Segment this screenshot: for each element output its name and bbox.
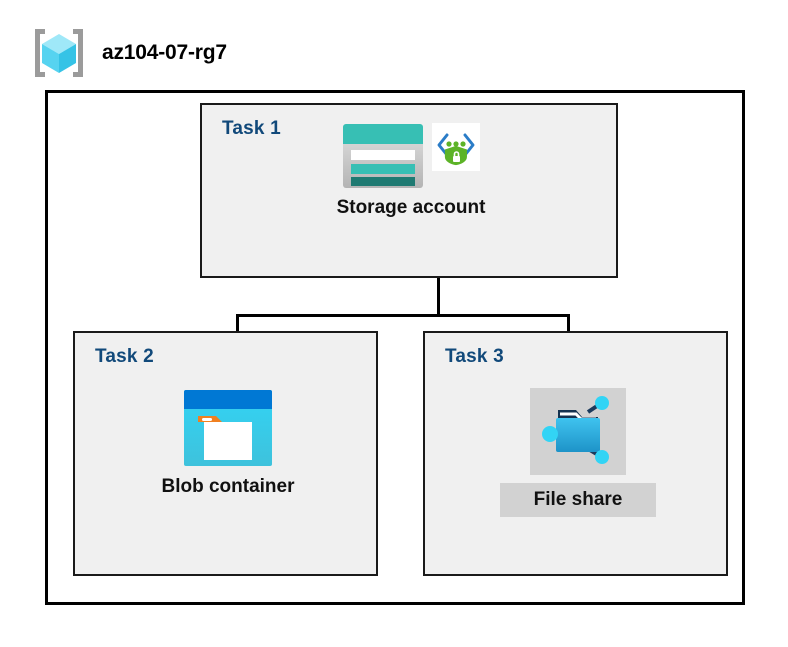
task-2-label: Task 2 — [95, 346, 154, 367]
file-share-icon — [542, 396, 609, 464]
storage-security-icon — [432, 123, 480, 171]
file-share-icon-plate — [530, 388, 626, 475]
blob-container-icon — [184, 390, 272, 466]
task-3-label: Task 3 — [445, 346, 504, 367]
file-share-node: File share — [478, 388, 678, 517]
task-1-label: Task 1 — [222, 118, 281, 139]
blob-container-caption: Blob container — [161, 476, 295, 497]
storage-account-node: Storage account — [311, 123, 511, 219]
storage-account-caption: Storage account — [336, 197, 486, 218]
blob-container-node: Blob container — [128, 388, 328, 498]
task-3-box: Task 3 — [423, 331, 728, 576]
task-2-box: Task 2 Blob container — [73, 331, 378, 576]
file-share-caption: File share — [499, 483, 657, 517]
page-title: az104-07-rg7 — [102, 41, 227, 64]
storage-icon-row — [342, 123, 480, 189]
resource-group-cube-icon — [35, 29, 83, 77]
connector-trunk — [437, 278, 440, 316]
storage-account-icon — [343, 124, 423, 188]
resource-group-container: Task 1 — [45, 90, 745, 605]
resource-group-header: az104-07-rg7 — [30, 26, 227, 80]
connector-bus — [236, 314, 570, 317]
task-1-box: Task 1 — [200, 103, 618, 278]
